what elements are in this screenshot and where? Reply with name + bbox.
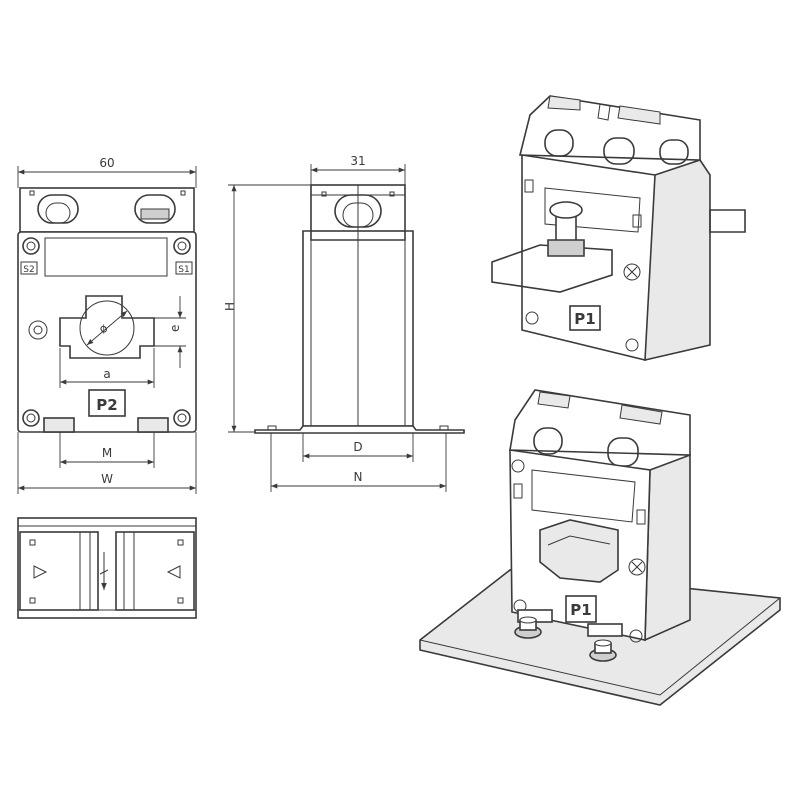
front-side-hole xyxy=(28,320,48,340)
top-view xyxy=(17,517,197,619)
front-slot-right-screw xyxy=(140,208,170,220)
iso2-p1-label: P1 xyxy=(570,601,591,619)
front-screw-tl xyxy=(22,237,40,255)
front-w-label: W xyxy=(101,472,113,486)
front-slot-right xyxy=(134,194,176,224)
front-label-window xyxy=(44,237,168,277)
iso1-busbar-front xyxy=(491,244,613,293)
front-a-label: a xyxy=(103,367,110,381)
front-p2-label: P2 xyxy=(96,396,117,414)
side-31-label: 31 xyxy=(350,154,365,168)
iso2-aperture xyxy=(539,519,619,583)
iso1-busbar-back xyxy=(709,209,746,233)
front-mark-tr xyxy=(180,190,186,196)
front-screw-br xyxy=(173,409,191,427)
front-foot-left xyxy=(43,417,75,433)
iso2-screw-left xyxy=(514,616,542,639)
side-h-label: H xyxy=(223,302,237,311)
iso2-top-cap xyxy=(509,389,691,456)
side-view: 31 H D N xyxy=(223,154,465,492)
iso1-top-cap xyxy=(518,95,701,161)
front-60-label: 60 xyxy=(99,156,114,170)
iso1-label-window xyxy=(544,187,641,233)
iso2-label-window xyxy=(531,469,636,523)
side-base xyxy=(254,425,465,434)
front-foot-right xyxy=(137,417,169,433)
front-screw-bl xyxy=(22,409,40,427)
front-p2-box xyxy=(88,389,126,417)
front-diameter-line xyxy=(86,310,128,346)
iso-busbar-view: P1 xyxy=(491,95,746,362)
front-aperture-circle xyxy=(79,300,135,356)
top-arrow-right-icon xyxy=(33,565,48,579)
top-arrow-left-icon xyxy=(166,565,181,579)
front-s1-label: S1 xyxy=(178,265,189,275)
front-m-label: M xyxy=(102,446,112,460)
front-view: S2 S1 ø e a P2 M W xyxy=(17,156,197,494)
front-e-label: e xyxy=(168,325,182,332)
front-mark-tl xyxy=(29,190,35,196)
iso1-p1-box xyxy=(569,305,601,331)
side-n-label: N xyxy=(354,470,363,484)
front-slot-left-inner xyxy=(45,202,71,224)
front-s2-label: S2 xyxy=(23,265,34,275)
side-d-label: D xyxy=(353,440,362,454)
iso2-screw-right xyxy=(589,639,617,662)
iso2-side-face xyxy=(644,453,691,642)
front-s1-box xyxy=(175,261,193,275)
iso2-p1-box xyxy=(565,595,597,623)
front-screw-tr xyxy=(173,237,191,255)
iso1-p1-label: P1 xyxy=(574,310,595,328)
front-s2-box xyxy=(20,261,38,275)
iso-plate-view: P1 xyxy=(419,389,781,706)
